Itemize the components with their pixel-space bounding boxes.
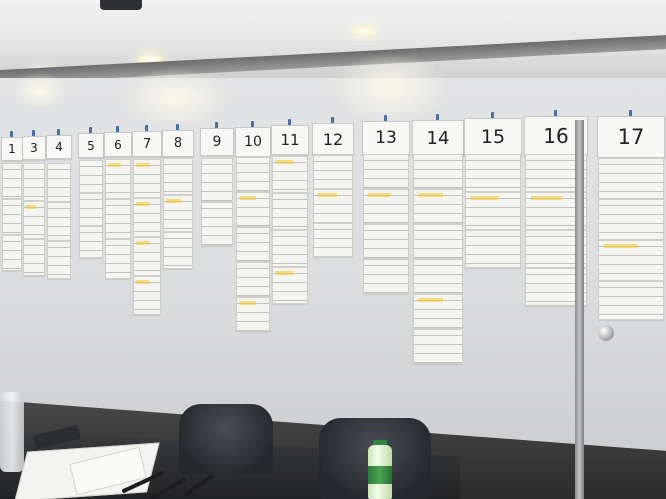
pushpin bbox=[10, 131, 13, 139]
office-chair[interactable] bbox=[179, 404, 273, 474]
bottle-cap bbox=[373, 440, 387, 448]
column-number-sheet: 14 bbox=[412, 120, 464, 156]
note-sheet bbox=[598, 158, 664, 199]
door-frame bbox=[575, 120, 584, 499]
note-sheet bbox=[236, 262, 270, 297]
note-sheet bbox=[413, 189, 463, 224]
pushpin bbox=[145, 125, 148, 133]
pushpin bbox=[89, 127, 92, 135]
note-sheet bbox=[465, 154, 521, 192]
note-sheet bbox=[598, 199, 664, 240]
column-number-sheet: 13 bbox=[362, 121, 410, 155]
door-handle[interactable] bbox=[598, 325, 614, 341]
note-sheet bbox=[413, 259, 463, 294]
column-number-sheet: 7 bbox=[132, 131, 162, 157]
pushpin bbox=[288, 119, 291, 127]
column-number-sheet: 10 bbox=[235, 127, 271, 157]
note-sheet bbox=[413, 154, 463, 189]
note-sheet bbox=[23, 239, 45, 276]
note-sheet bbox=[363, 259, 409, 294]
column-number-sheet: 17 bbox=[597, 116, 665, 158]
note-sheet bbox=[79, 193, 103, 226]
note-sheet bbox=[105, 199, 131, 239]
note-sheet bbox=[236, 157, 270, 192]
note-sheet bbox=[105, 159, 131, 199]
pushpin bbox=[215, 122, 218, 130]
column-number-sheet: 8 bbox=[162, 130, 194, 157]
note-sheet bbox=[272, 267, 308, 304]
pushpin bbox=[32, 130, 35, 138]
column-number-sheet: 6 bbox=[104, 132, 132, 157]
note-sheet bbox=[2, 163, 22, 199]
note-sheet bbox=[133, 276, 161, 315]
note-sheet bbox=[23, 163, 45, 201]
note-sheet bbox=[598, 240, 664, 281]
pushpin bbox=[436, 114, 439, 122]
pushpin bbox=[176, 124, 179, 132]
note-sheet bbox=[133, 198, 161, 237]
note-sheet bbox=[47, 202, 71, 241]
note-sheet bbox=[201, 202, 233, 246]
note-sheet bbox=[413, 329, 463, 364]
note-sheet bbox=[313, 155, 353, 189]
column-number-sheet: 5 bbox=[78, 133, 104, 158]
note-sheet bbox=[47, 163, 71, 202]
note-sheet bbox=[465, 230, 521, 268]
pushpin bbox=[116, 126, 119, 134]
note-sheet bbox=[236, 227, 270, 262]
note-sheet bbox=[313, 189, 353, 223]
note-sheet bbox=[133, 159, 161, 198]
pushpin bbox=[331, 117, 334, 125]
pushpin bbox=[629, 110, 632, 118]
plastic-bag bbox=[0, 392, 24, 472]
note-sheet bbox=[363, 224, 409, 259]
column-number-sheet: 3 bbox=[22, 136, 46, 160]
pushpin bbox=[57, 129, 60, 137]
bottle-label bbox=[368, 466, 392, 484]
light-glow bbox=[330, 53, 450, 123]
note-sheet bbox=[313, 223, 353, 257]
ceiling-light bbox=[351, 27, 377, 36]
note-sheet bbox=[465, 192, 521, 230]
note-sheet bbox=[2, 235, 22, 271]
note-sheet bbox=[47, 241, 71, 279]
note-sheet bbox=[413, 224, 463, 259]
note-sheet bbox=[133, 237, 161, 276]
column-number-sheet: 15 bbox=[464, 118, 522, 156]
pushpin bbox=[491, 112, 494, 120]
note-sheet bbox=[163, 195, 193, 232]
note-sheet bbox=[79, 160, 103, 193]
note-sheet bbox=[2, 199, 22, 235]
note-sheet bbox=[163, 232, 193, 269]
note-sheet bbox=[272, 193, 308, 230]
note-sheet bbox=[201, 158, 233, 202]
note-sheet bbox=[79, 226, 103, 258]
column-number-sheet: 12 bbox=[312, 123, 354, 155]
note-sheet bbox=[23, 201, 45, 239]
note-sheet bbox=[598, 281, 664, 320]
note-sheet bbox=[236, 192, 270, 227]
note-sheet bbox=[272, 230, 308, 267]
pushpin bbox=[554, 110, 557, 118]
pushpin bbox=[384, 115, 387, 123]
ceiling-light bbox=[137, 55, 163, 64]
column-number-sheet: 9 bbox=[200, 128, 234, 156]
pushpin bbox=[251, 121, 254, 129]
column-number-sheet: 1 bbox=[1, 137, 23, 161]
note-sheet bbox=[163, 158, 193, 195]
light-glow bbox=[10, 73, 70, 108]
note-sheet bbox=[413, 294, 463, 329]
note-sheet bbox=[236, 297, 270, 331]
note-sheet bbox=[272, 156, 308, 193]
light-glow bbox=[120, 68, 230, 128]
column-number-sheet: 11 bbox=[271, 125, 309, 155]
ceiling-projector bbox=[100, 0, 142, 10]
note-sheet bbox=[363, 154, 409, 189]
note-sheet bbox=[105, 239, 131, 279]
note-sheet bbox=[363, 189, 409, 224]
column-number-sheet: 4 bbox=[46, 135, 72, 159]
